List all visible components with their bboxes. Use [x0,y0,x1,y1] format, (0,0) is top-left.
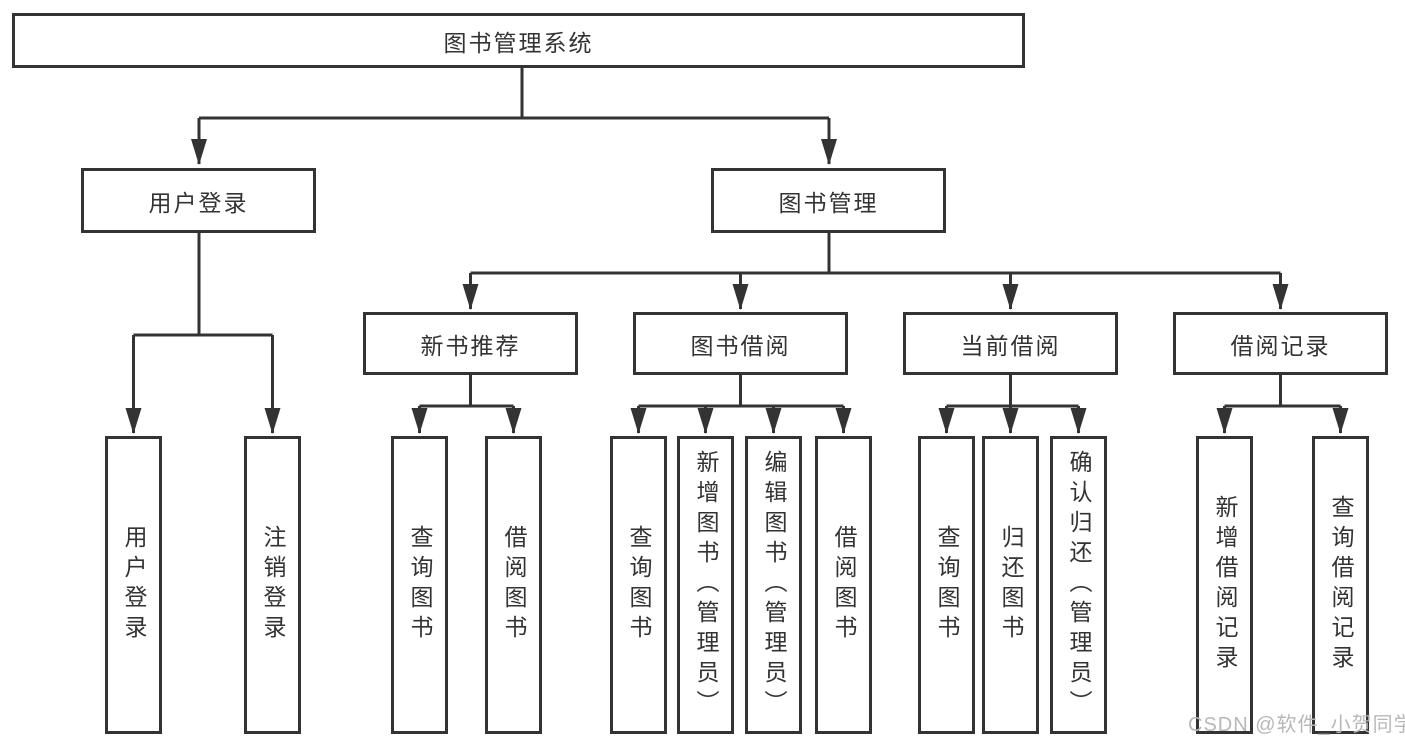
leaf-add-borrow-record-label: 新增借阅记录 [1212,495,1238,675]
leaf-add-borrow-record: 新增借阅记录 [1196,436,1253,734]
leaf-return-books-label: 归还图书 [998,525,1024,645]
leaf-query-books-current: 查询图书 [918,436,975,734]
leaf-query-books-recommend-label: 查询图书 [407,525,433,645]
leaf-confirm-return-admin: 确认归还（管理员） [1050,436,1107,734]
leaf-query-books-current-label: 查询图书 [934,525,960,645]
leaf-user-login: 用户登录 [105,436,162,734]
node-new-book-recommendation: 新书推荐 [363,312,578,375]
csdn-watermark: CSDN @软件_小贺同学 [1188,714,1405,736]
leaf-confirm-return-admin-label: 确认归还（管理员） [1066,450,1092,720]
leaf-borrow-books-recommend: 借阅图书 [485,436,542,734]
leaf-edit-book-admin: 编辑图书（管理员） [745,436,802,734]
leaf-logout-login-label: 注销登录 [260,525,286,645]
node-library-management-system: 图书管理系统 [12,13,1025,68]
leaf-add-book-admin: 新增图书（管理员） [677,436,734,734]
node-current-borrowing: 当前借阅 [903,312,1118,375]
leaf-borrow-books-borrowing: 借阅图书 [815,436,872,734]
leaf-add-book-admin-label: 新增图书（管理员） [693,450,719,720]
node-book-management: 图书管理 [711,168,946,233]
leaf-query-borrow-record-label: 查询借阅记录 [1328,495,1354,675]
leaf-logout-login: 注销登录 [244,436,301,734]
node-user-login: 用户登录 [81,168,316,233]
leaf-borrow-books-borrowing-label: 借阅图书 [831,525,857,645]
leaf-return-books: 归还图书 [982,436,1039,734]
leaf-borrow-books-recommend-label: 借阅图书 [501,525,527,645]
node-borrowing-records: 借阅记录 [1173,312,1388,375]
leaf-query-books-recommend: 查询图书 [391,436,448,734]
leaf-edit-book-admin-label: 编辑图书（管理员） [761,450,787,720]
leaf-query-books-borrowing: 查询图书 [610,436,667,734]
node-book-borrowing: 图书借阅 [633,312,848,375]
leaf-query-books-borrowing-label: 查询图书 [626,525,652,645]
leaf-query-borrow-record: 查询借阅记录 [1312,436,1369,734]
leaf-user-login-label: 用户登录 [121,525,147,645]
